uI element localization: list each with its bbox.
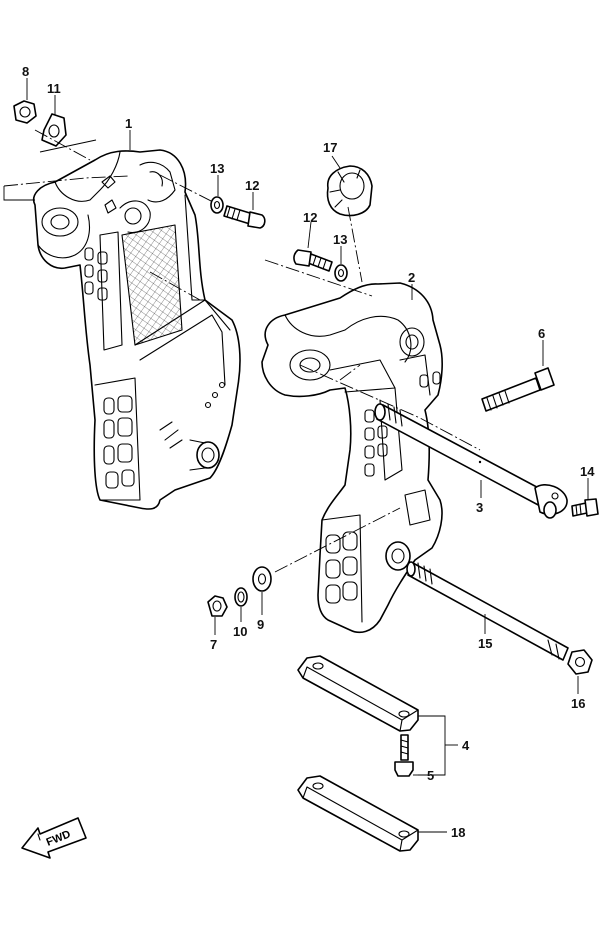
callout-17: 17 xyxy=(323,140,337,155)
callout-15: 15 xyxy=(478,636,492,651)
callout-8: 8 xyxy=(22,64,29,79)
bolt-part-12-upper[interactable] xyxy=(223,205,266,229)
leader-lines xyxy=(3,78,589,833)
washer-part-10[interactable] xyxy=(234,587,248,607)
callout-6: 6 xyxy=(538,326,545,341)
callout-3: 3 xyxy=(476,500,483,515)
nut-part-16[interactable] xyxy=(567,649,593,675)
callout-18: 18 xyxy=(451,825,465,840)
callout-9: 9 xyxy=(257,617,264,632)
screw-part-5[interactable] xyxy=(394,734,414,777)
tab-washer-part-11[interactable] xyxy=(41,113,67,147)
washer-part-13-upper[interactable] xyxy=(210,196,224,214)
callout-13-upper: 13 xyxy=(210,161,224,176)
callout-12-upper: 12 xyxy=(245,178,259,193)
callout-7: 7 xyxy=(210,637,217,652)
cap-part-17[interactable] xyxy=(326,165,373,217)
callout-5: 5 xyxy=(427,768,434,783)
plate-part-4[interactable] xyxy=(297,655,419,732)
nut-part-7[interactable] xyxy=(207,595,228,617)
fwd-arrow-icon: FWD xyxy=(21,817,87,859)
callout-14: 14 xyxy=(580,464,595,479)
callout-4: 4 xyxy=(462,738,470,753)
bolt-part-12-lower[interactable] xyxy=(293,249,333,272)
tilt-tube[interactable] xyxy=(374,403,568,519)
washer-part-9[interactable] xyxy=(252,566,272,592)
callout-labels: 8 11 1 13 12 17 12 13 2 6 3 14 15 16 7 1… xyxy=(22,64,595,840)
callout-11: 11 xyxy=(47,81,61,96)
plate-part-18[interactable] xyxy=(297,775,419,852)
callout-1: 1 xyxy=(125,116,132,131)
clamp-bracket-left[interactable] xyxy=(33,149,241,510)
callout-13-lower: 13 xyxy=(333,232,347,247)
nut-part-8[interactable] xyxy=(13,100,37,124)
clamp-bracket-right[interactable] xyxy=(261,282,443,634)
bolt-part-6[interactable] xyxy=(481,367,555,412)
callout-16: 16 xyxy=(571,696,585,711)
callout-2: 2 xyxy=(408,270,415,285)
through-bolt[interactable] xyxy=(406,561,569,661)
washer-part-13-lower[interactable] xyxy=(334,264,348,282)
callout-10: 10 xyxy=(233,624,247,639)
bolt-part-14[interactable] xyxy=(571,498,599,517)
callout-12-lower: 12 xyxy=(303,210,317,225)
